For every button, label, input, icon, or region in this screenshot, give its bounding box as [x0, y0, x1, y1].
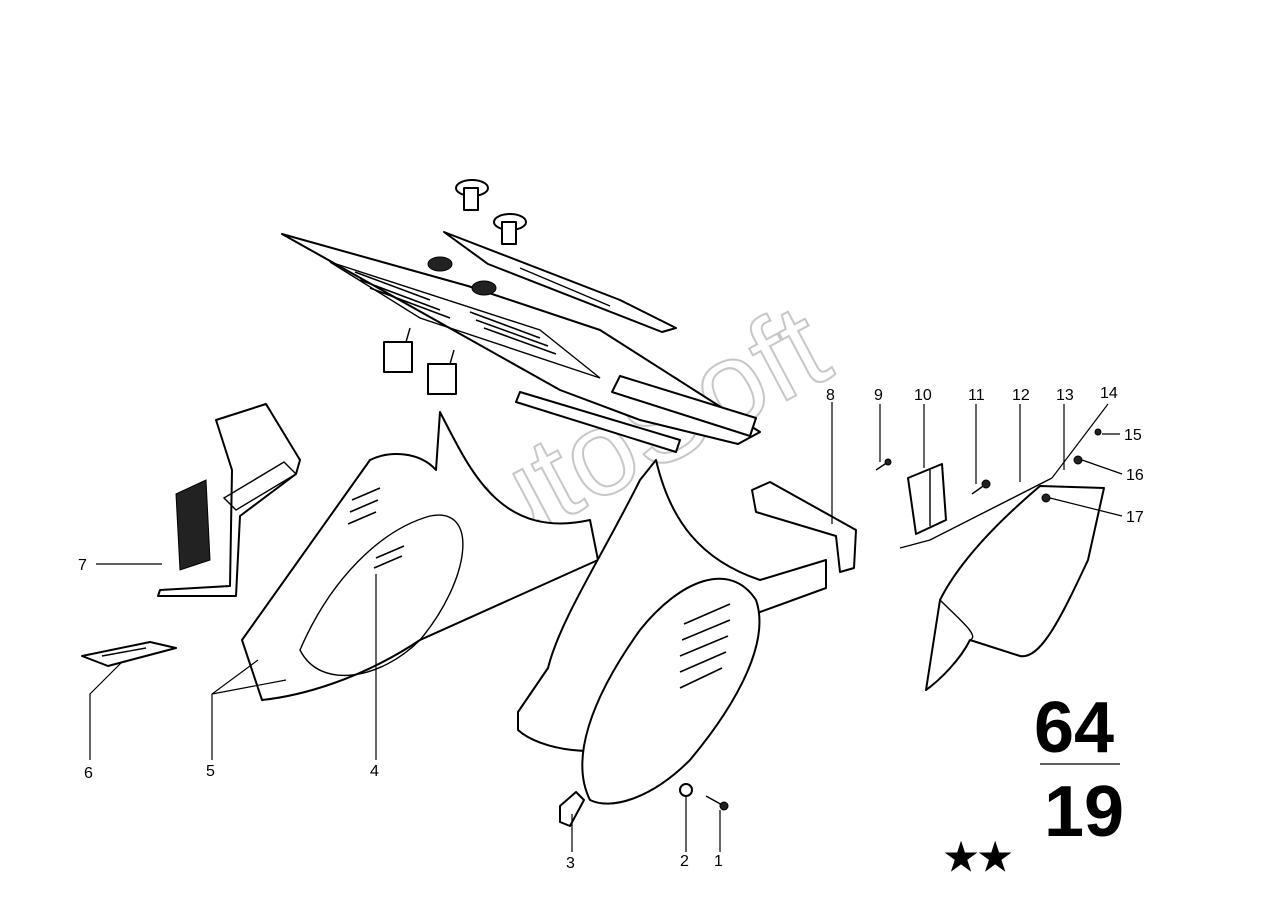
callout-14: 14 [1100, 385, 1118, 402]
upper-trim-strip [443, 231, 677, 333]
group-sub-number: 19 [1044, 772, 1124, 852]
callout-13: 13 [1056, 387, 1074, 404]
washer-2 [679, 783, 693, 797]
screw-9 [875, 458, 892, 471]
clip-17 [1041, 493, 1051, 503]
callout-15: 15 [1124, 427, 1142, 444]
callout-11: 11 [968, 387, 985, 404]
clip-3 [559, 791, 585, 827]
callout-16: 16 [1126, 467, 1144, 484]
callout-4: 4 [370, 763, 379, 780]
knob-left [455, 179, 489, 211]
group-number-block: 64 19 ★★ [944, 688, 1124, 879]
console-panel [281, 233, 761, 453]
callout-6: 6 [84, 765, 93, 782]
callout-labels: 1 2 3 4 5 6 7 8 9 10 11 12 13 14 15 16 1… [78, 385, 1144, 872]
nut-16 [1073, 455, 1083, 465]
center-bracket [157, 403, 301, 597]
screw-11 [971, 479, 991, 495]
speaker-cover [925, 485, 1105, 691]
screw-15 [1094, 428, 1102, 436]
rating-stars: ★★ [944, 837, 1012, 879]
left-speaker-housing [241, 411, 599, 701]
leader-lines [89, 402, 1123, 852]
callout-8: 8 [826, 387, 835, 404]
callout-7: 7 [78, 557, 87, 574]
group-main-number: 64 [1034, 688, 1114, 768]
knob-right [493, 213, 527, 245]
grommet-left [427, 256, 453, 272]
callout-17: 17 [1126, 509, 1144, 526]
relay-holder [907, 463, 947, 535]
callout-1: 1 [714, 853, 723, 870]
right-speaker-housing [517, 459, 827, 805]
toggle-switch-right [427, 349, 457, 395]
callout-5: 5 [206, 763, 215, 780]
grommet-right [471, 280, 497, 296]
label-plate [81, 641, 177, 667]
wire-harness [899, 477, 1053, 549]
side-bracket [751, 481, 857, 573]
callout-2: 2 [680, 853, 689, 870]
toggle-switch-left [383, 327, 413, 373]
callout-12: 12 [1012, 387, 1030, 404]
callout-3: 3 [566, 855, 575, 872]
screw-1 [705, 795, 729, 811]
callout-10: 10 [914, 387, 932, 404]
callout-9: 9 [874, 387, 883, 404]
